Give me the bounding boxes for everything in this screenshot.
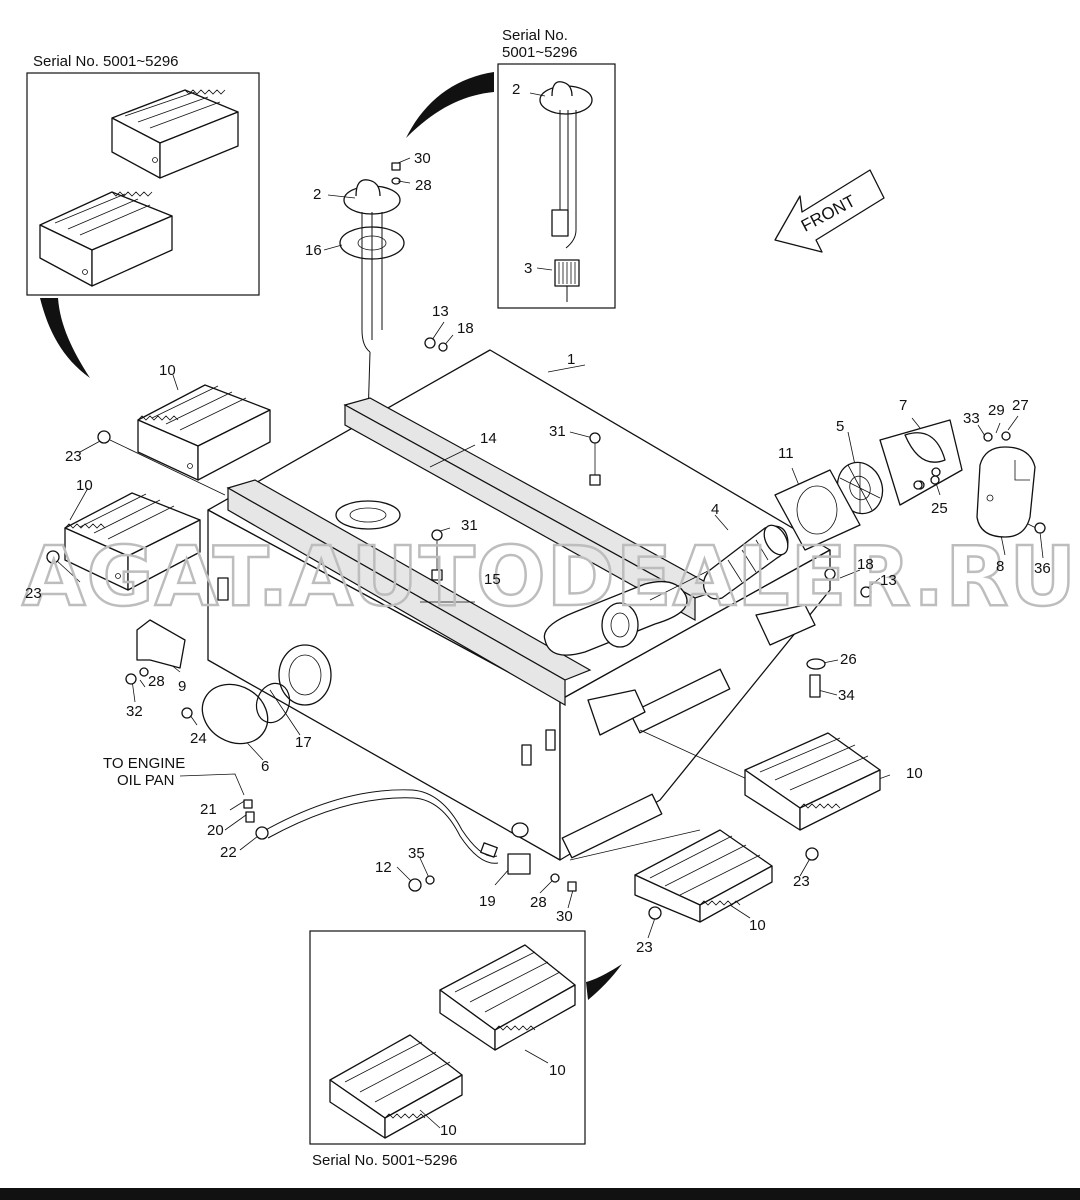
callout-13-b: 13 bbox=[880, 572, 897, 589]
engine-note-line2: OIL PAN bbox=[117, 772, 175, 789]
callout-35: 35 bbox=[408, 845, 425, 862]
callout-14: 14 bbox=[480, 430, 497, 447]
callout-26: 26 bbox=[840, 651, 857, 668]
step-drawing-inset-2 bbox=[39, 191, 173, 287]
step-right-lower bbox=[634, 829, 773, 923]
callout-22: 22 bbox=[220, 844, 237, 861]
inset-top-left: Serial No. 5001~5296 bbox=[26, 53, 260, 296]
curved-arrow-bottom bbox=[586, 964, 622, 1000]
callout-9: 9 bbox=[178, 678, 186, 695]
o-ring-17 bbox=[255, 682, 291, 724]
callout-18-b: 18 bbox=[857, 556, 874, 573]
callout-1: 1 bbox=[567, 351, 575, 368]
cap-cover-8 bbox=[976, 431, 1046, 538]
inset-top-center-caption-1: Serial No. bbox=[502, 27, 568, 44]
callout-6: 6 bbox=[261, 758, 269, 775]
callout-33: 33 bbox=[963, 410, 980, 427]
fuel-sender-assembly bbox=[339, 162, 405, 521]
callout-23-b: 23 bbox=[25, 585, 42, 602]
engine-note-line1: TO ENGINE bbox=[103, 755, 185, 772]
callout-3: 3 bbox=[524, 260, 532, 277]
callout-2: 2 bbox=[313, 186, 321, 203]
gasket-11 bbox=[774, 469, 861, 551]
callout-5: 5 bbox=[836, 418, 844, 435]
callout-23-c: 23 bbox=[793, 873, 810, 890]
callout-30-a: 30 bbox=[414, 150, 431, 167]
inset-top-center: Serial No. 5001~5296 bbox=[497, 27, 616, 309]
inset-top-left-caption: Serial No. 5001~5296 bbox=[33, 53, 179, 70]
callout-10-f: 10 bbox=[440, 1122, 457, 1139]
cover-plate-6 bbox=[181, 683, 269, 745]
curved-arrow-center bbox=[406, 72, 494, 138]
callout-13-a: 13 bbox=[432, 303, 449, 320]
step-drawing-inset-1 bbox=[111, 89, 239, 179]
callout-15: 15 bbox=[484, 571, 501, 588]
step-left-lower bbox=[46, 492, 201, 591]
callout-10-e: 10 bbox=[549, 1062, 566, 1079]
drain-hose-assembly bbox=[243, 789, 577, 892]
step-right-upper bbox=[744, 732, 881, 861]
step-drawing-inset-bottom-2 bbox=[329, 1034, 463, 1139]
step-left-upper bbox=[97, 384, 271, 481]
callout-28-c: 28 bbox=[530, 894, 547, 911]
callout-29: 29 bbox=[988, 402, 1005, 419]
inset-bottom-caption: Serial No. 5001~5296 bbox=[312, 1152, 458, 1169]
fuel-tank-body bbox=[207, 349, 831, 861]
callout-labels: 1 2 2 3 4 5 6 7 8 9 10 10 10 10 10 10 10… bbox=[25, 81, 1051, 1139]
callout-7: 7 bbox=[899, 397, 907, 414]
watermark: AGAT.AUTODEALER.RU bbox=[22, 530, 1077, 625]
inset-top-center-caption-2: 5001~5296 bbox=[502, 44, 578, 61]
callout-28-a: 28 bbox=[415, 177, 432, 194]
callout-18-a: 18 bbox=[457, 320, 474, 337]
callout-24: 24 bbox=[190, 730, 207, 747]
cover-7 bbox=[879, 419, 963, 506]
callout-10-b: 10 bbox=[76, 477, 93, 494]
callout-16: 16 bbox=[305, 242, 322, 259]
filler-neck-4 bbox=[702, 524, 789, 600]
callout-31-a: 31 bbox=[549, 423, 566, 440]
callout-10-d: 10 bbox=[749, 917, 766, 934]
callout-2-inset: 2 bbox=[512, 81, 520, 98]
callout-34: 34 bbox=[838, 687, 855, 704]
callout-32: 32 bbox=[126, 703, 143, 720]
callout-23-a: 23 bbox=[65, 448, 82, 465]
callout-10-a: 10 bbox=[159, 362, 176, 379]
callout-28-b: 28 bbox=[148, 673, 165, 690]
callout-12: 12 bbox=[375, 859, 392, 876]
callout-23-d: 23 bbox=[636, 939, 653, 956]
callout-25: 25 bbox=[931, 500, 948, 517]
callout-11: 11 bbox=[778, 445, 794, 462]
inset-bottom: Serial No. 5001~5296 bbox=[309, 930, 586, 1169]
step-drawing-inset-bottom-1 bbox=[439, 944, 576, 1051]
curved-arrow-left bbox=[40, 298, 90, 378]
callout-27: 27 bbox=[1012, 397, 1029, 414]
callout-4: 4 bbox=[711, 501, 719, 518]
bottom-border-bar bbox=[0, 1188, 1080, 1200]
callout-10-c: 10 bbox=[906, 765, 923, 782]
callout-20: 20 bbox=[207, 822, 224, 839]
callout-8: 8 bbox=[996, 558, 1004, 575]
callout-30-b: 30 bbox=[556, 908, 573, 925]
callout-17: 17 bbox=[295, 734, 312, 751]
callout-21: 21 bbox=[200, 801, 217, 818]
callout-19: 19 bbox=[479, 893, 496, 910]
callout-31-b: 31 bbox=[461, 517, 478, 534]
bracket-9 bbox=[125, 619, 186, 685]
bolts-misc bbox=[424, 337, 940, 698]
callout-36: 36 bbox=[1034, 560, 1051, 577]
front-arrow: FRONT bbox=[774, 169, 885, 253]
